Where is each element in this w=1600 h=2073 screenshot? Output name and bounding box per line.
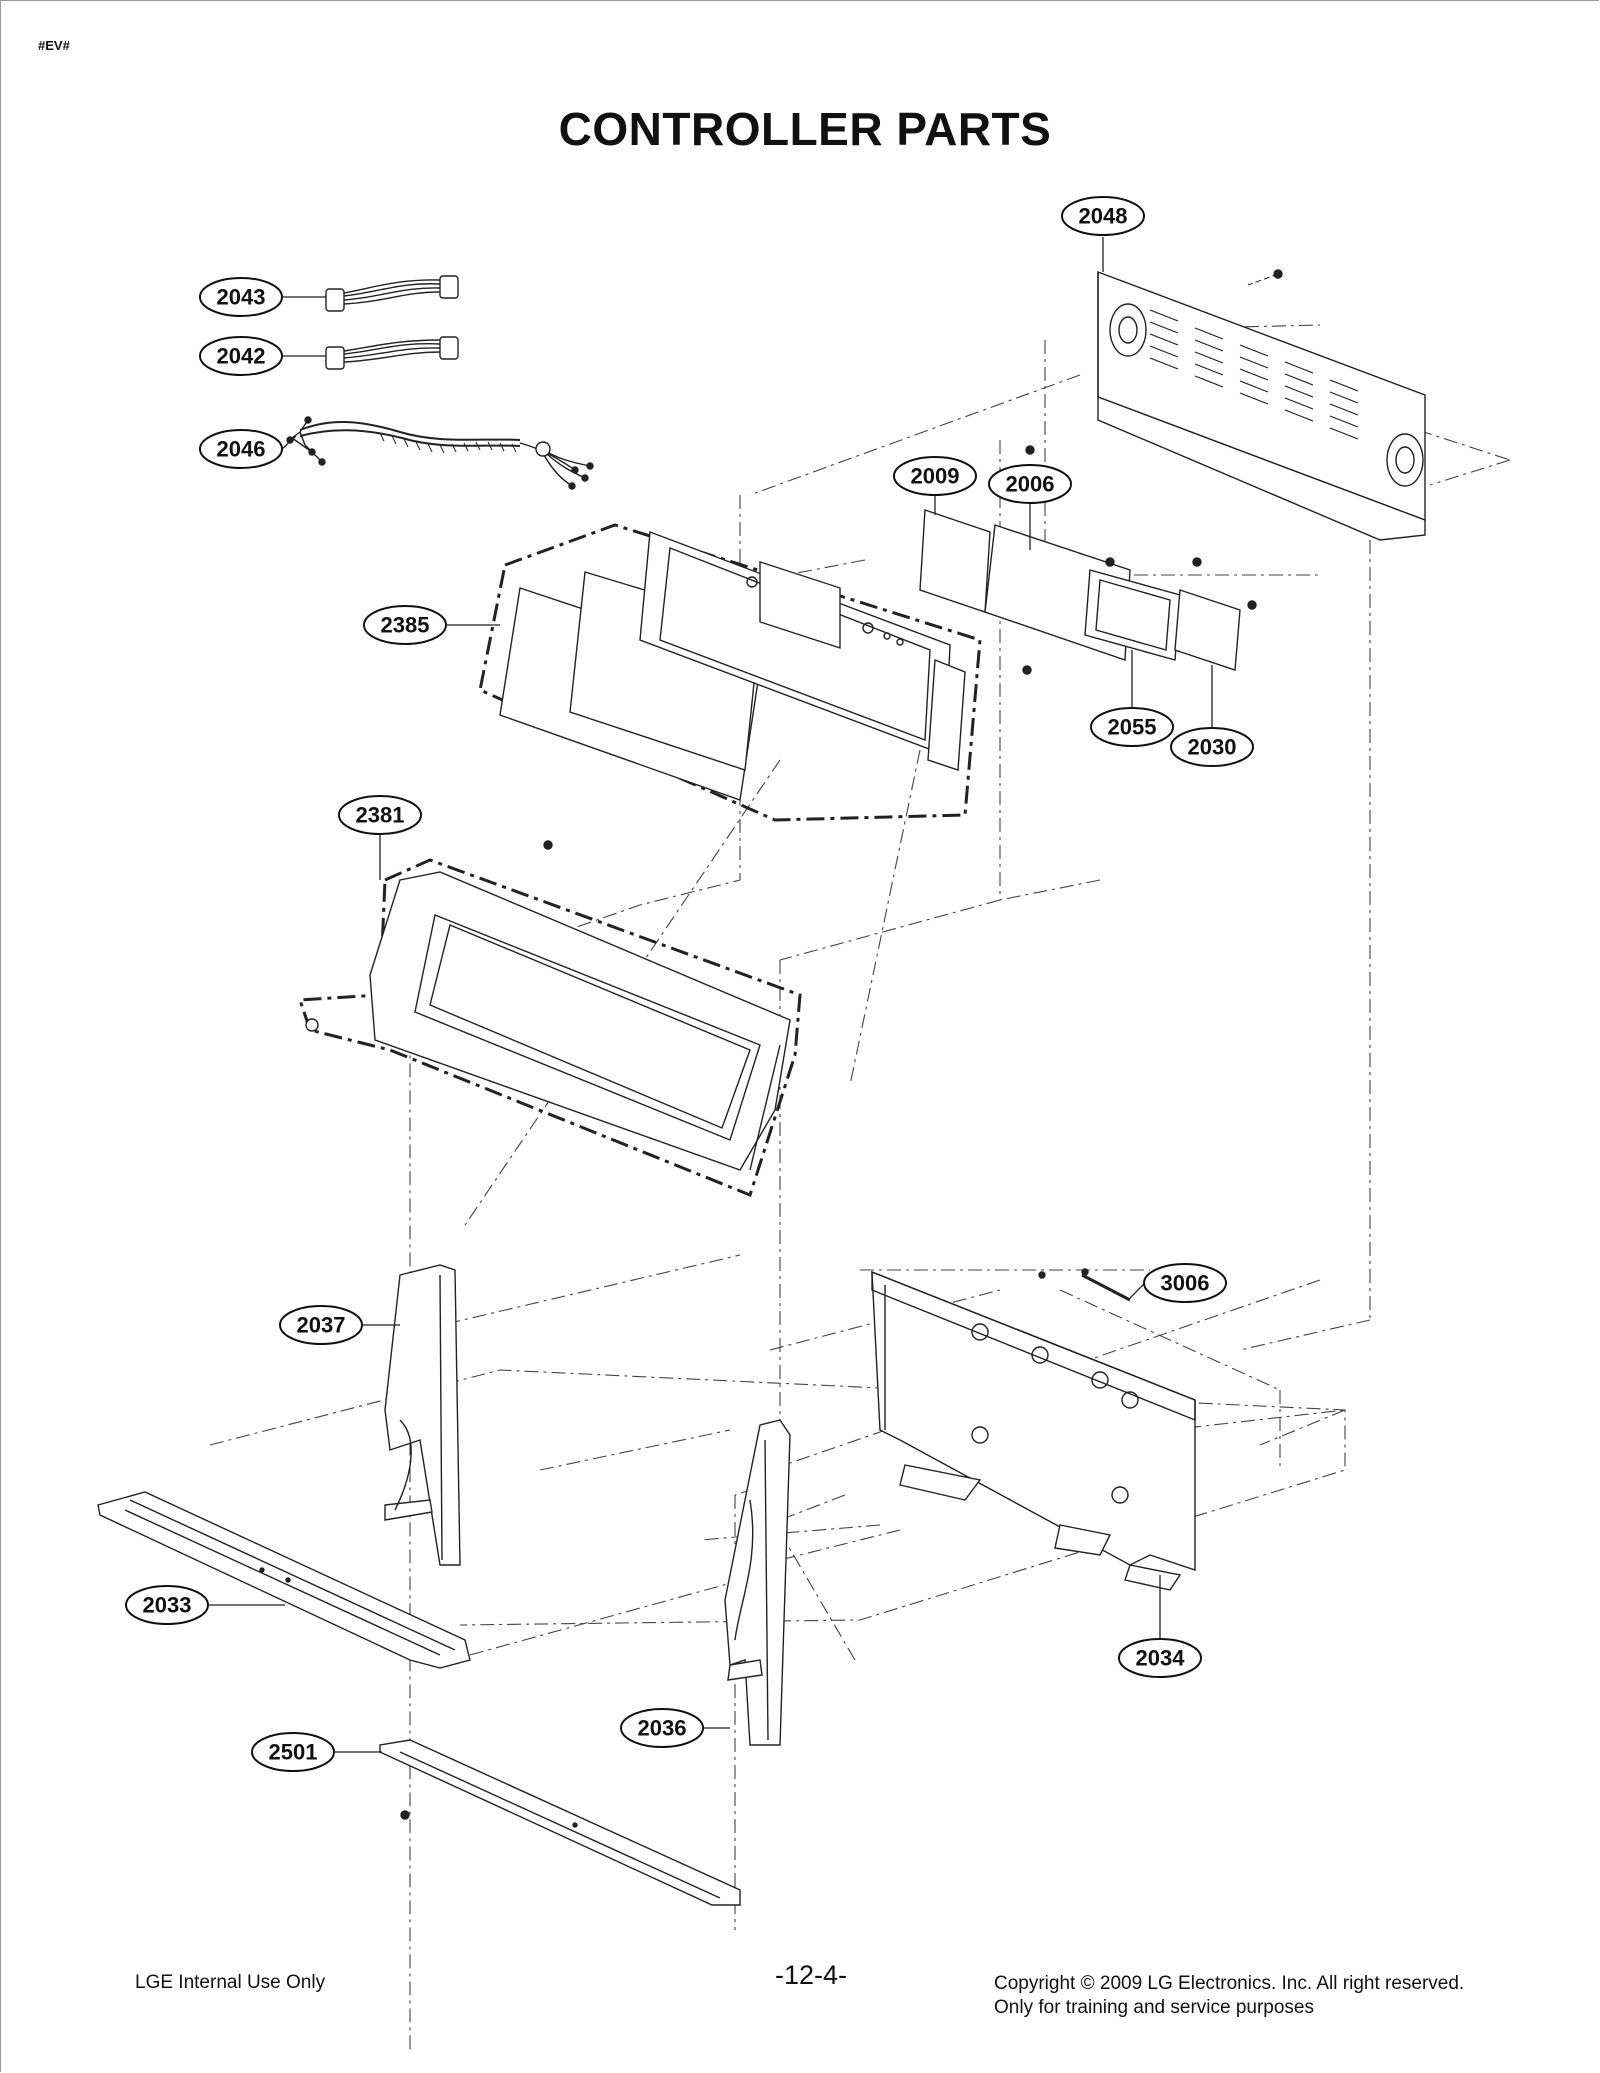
vent-panel-2048 xyxy=(1097,269,1426,541)
part-number-2033: 2033 xyxy=(143,1593,192,1618)
callout-2037: 2037 xyxy=(279,1305,363,1345)
callout-2501: 2501 xyxy=(251,1732,335,1772)
page-title: CONTROLLER PARTS xyxy=(558,103,1052,155)
callout-2048: 2048 xyxy=(1061,196,1145,236)
part-number-2046: 2046 xyxy=(217,437,266,462)
part-callouts: 2048 2043 2042 2046 2009 2006 2385 2055 xyxy=(125,196,1254,1772)
wire-harness-2043 xyxy=(325,275,459,312)
footer-copyright-block: Copyright © 2009 LG Electronics. Inc. Al… xyxy=(994,1972,1464,2020)
callout-2042: 2042 xyxy=(199,336,283,376)
sensor-3006 xyxy=(1081,1268,1131,1302)
display-2055 xyxy=(1084,569,1181,661)
callout-2030: 2030 xyxy=(1170,727,1254,767)
main-bracket-2034 xyxy=(871,1270,1196,1591)
assembly-guide-lines xyxy=(209,324,1511,2050)
part-number-2037: 2037 xyxy=(297,1313,346,1338)
cover-2030 xyxy=(1022,557,1257,675)
callout-2034: 2034 xyxy=(1118,1638,1202,1678)
side-bracket-2036 xyxy=(724,1419,791,1746)
leader-lines xyxy=(208,237,1213,1753)
callout-2006: 2006 xyxy=(988,464,1072,504)
part-number-2009: 2009 xyxy=(911,464,960,489)
footer-page-number: -12-4- xyxy=(774,1960,848,1990)
document-marker: #EV# xyxy=(38,38,70,53)
callout-2009: 2009 xyxy=(893,456,977,496)
part-number-2501: 2501 xyxy=(269,1740,318,1765)
part-number-2034: 2034 xyxy=(1136,1646,1186,1671)
side-bracket-2037 xyxy=(384,1264,461,1566)
bracket-2009 xyxy=(919,509,991,613)
callout-2381: 2381 xyxy=(338,795,422,835)
control-board-assembly-2385 xyxy=(478,523,982,822)
part-number-2043: 2043 xyxy=(217,285,266,310)
part-number-2381: 2381 xyxy=(356,803,405,828)
callout-2036: 2036 xyxy=(620,1708,704,1748)
callout-2046: 2046 xyxy=(199,429,283,469)
part-number-2385: 2385 xyxy=(381,613,430,638)
bottom-trim-2033 xyxy=(97,1491,471,1669)
part-number-2048: 2048 xyxy=(1079,204,1128,229)
callout-2033: 2033 xyxy=(125,1585,209,1625)
footer-copyright: Copyright © 2009 LG Electronics. Inc. Al… xyxy=(994,1973,1465,1994)
part-number-2036: 2036 xyxy=(638,1716,687,1741)
wire-harness-2042 xyxy=(325,336,459,370)
callout-2055: 2055 xyxy=(1090,707,1174,747)
footer-internal-use: LGE Internal Use Only xyxy=(135,1972,326,1993)
footer-service-note: Only for training and service purposes xyxy=(994,1997,1314,2018)
part-number-2006: 2006 xyxy=(1006,472,1055,497)
part-number-2042: 2042 xyxy=(217,344,266,369)
callout-3006: 3006 xyxy=(1143,1263,1227,1303)
control-panel-frame-2381 xyxy=(297,840,802,1197)
bottom-strip-2501 xyxy=(379,1739,741,1906)
callout-2043: 2043 xyxy=(199,277,283,317)
part-number-2030: 2030 xyxy=(1188,735,1237,760)
wire-harness-2046 xyxy=(286,416,594,490)
part-number-3006: 3006 xyxy=(1161,1271,1210,1296)
callout-2385: 2385 xyxy=(363,605,447,645)
part-number-2055: 2055 xyxy=(1108,715,1157,740)
